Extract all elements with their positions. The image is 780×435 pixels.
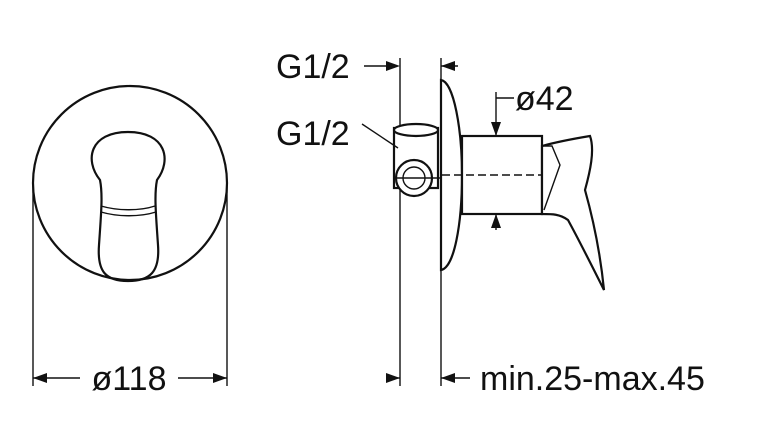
arrow-thread-top xyxy=(386,61,400,71)
side-inlet-top xyxy=(392,122,440,138)
label-diameter-front: ø118 xyxy=(92,360,167,398)
arrow-wall-left xyxy=(386,373,400,383)
label-thread-top: G1/2 xyxy=(276,48,350,86)
side-lever-detail xyxy=(542,145,561,211)
arrow-42-bottom xyxy=(491,214,501,228)
label-thread-side: G1/2 xyxy=(276,115,350,153)
leader-thread-side xyxy=(361,123,399,149)
side-view: G1/2 G1/2 ø42 min.25-max.45 xyxy=(276,48,705,398)
side-lever xyxy=(540,134,606,291)
front-handle xyxy=(90,130,166,283)
label-wall-depth: min.25-max.45 xyxy=(480,360,705,398)
arrow-118-left xyxy=(33,373,47,383)
label-diameter-body: ø42 xyxy=(515,80,574,118)
front-handle-lower-edge xyxy=(100,205,156,211)
arrow-42-top xyxy=(491,122,501,136)
front-handle-inner-edge xyxy=(100,211,157,217)
arrow-118-right xyxy=(213,373,227,383)
front-view: ø118 xyxy=(31,84,229,398)
front-cover-plate xyxy=(31,84,229,282)
arrow-wall-right xyxy=(441,373,455,383)
